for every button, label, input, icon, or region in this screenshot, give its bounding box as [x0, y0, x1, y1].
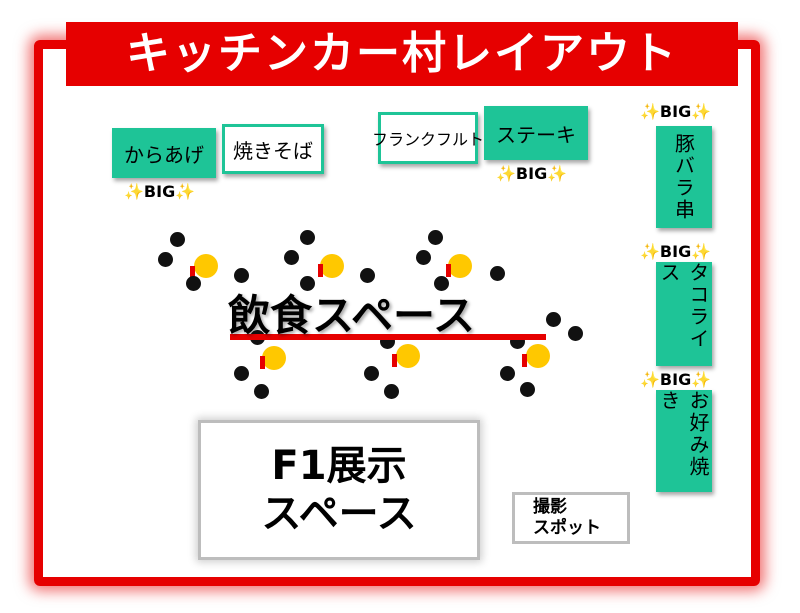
- chair: [500, 366, 515, 381]
- stall-frankfurt: フランクフルト: [372, 112, 484, 164]
- chair: [170, 232, 185, 247]
- stall-steak: ステーキ: [484, 106, 588, 160]
- table-marker: [392, 354, 397, 367]
- big-badge-karaage: ✨BIG✨: [124, 182, 196, 201]
- stall-yakisoba: 焼きそば: [222, 124, 324, 174]
- layout-title: キッチンカー村レイアウト: [66, 22, 738, 86]
- photo-spot-line2: スポット: [533, 518, 601, 538]
- stall-okonomiyaki: お好み焼き: [656, 390, 712, 492]
- stall-karaage: からあげ: [112, 128, 216, 178]
- chair: [360, 268, 375, 283]
- chair: [384, 384, 399, 399]
- chair: [300, 276, 315, 291]
- photo-spot: 撮影 スポット: [512, 492, 630, 544]
- big-badge-okonomiyaki: ✨BIG✨: [640, 370, 712, 389]
- table: [396, 344, 420, 368]
- table: [262, 346, 286, 370]
- table-marker: [190, 266, 195, 279]
- table-marker: [318, 264, 323, 277]
- chair: [520, 382, 535, 397]
- chair: [490, 266, 505, 281]
- chair: [416, 250, 431, 265]
- table: [194, 254, 218, 278]
- chair: [254, 384, 269, 399]
- chair: [428, 230, 443, 245]
- table-marker: [260, 356, 265, 369]
- f1-display-line1: F1展示: [271, 443, 407, 489]
- chair: [158, 252, 173, 267]
- table: [448, 254, 472, 278]
- chair: [546, 312, 561, 327]
- chair: [364, 366, 379, 381]
- chair: [284, 250, 299, 265]
- photo-spot-line1: 撮影: [533, 497, 567, 517]
- chair: [568, 326, 583, 341]
- chair: [186, 276, 201, 291]
- chair: [234, 268, 249, 283]
- f1-display-space: F1展示 スペース: [198, 420, 480, 560]
- chair: [300, 230, 315, 245]
- f1-display-line2: スペース: [261, 491, 417, 537]
- chair: [234, 366, 249, 381]
- table-marker: [522, 354, 527, 367]
- dining-space-underline: [230, 334, 546, 340]
- stall-butabara: 豚バラ串: [656, 126, 712, 228]
- big-badge-steak: ✨BIG✨: [496, 164, 568, 183]
- big-badge-butabara: ✨BIG✨: [640, 102, 712, 121]
- table: [320, 254, 344, 278]
- big-badge-tacorice: ✨BIG✨: [640, 242, 712, 261]
- stall-tacorice: タコライス: [656, 262, 712, 366]
- table-marker: [446, 264, 451, 277]
- chair: [434, 276, 449, 291]
- dining-space-label: 飲食スペース: [228, 291, 475, 340]
- table: [526, 344, 550, 368]
